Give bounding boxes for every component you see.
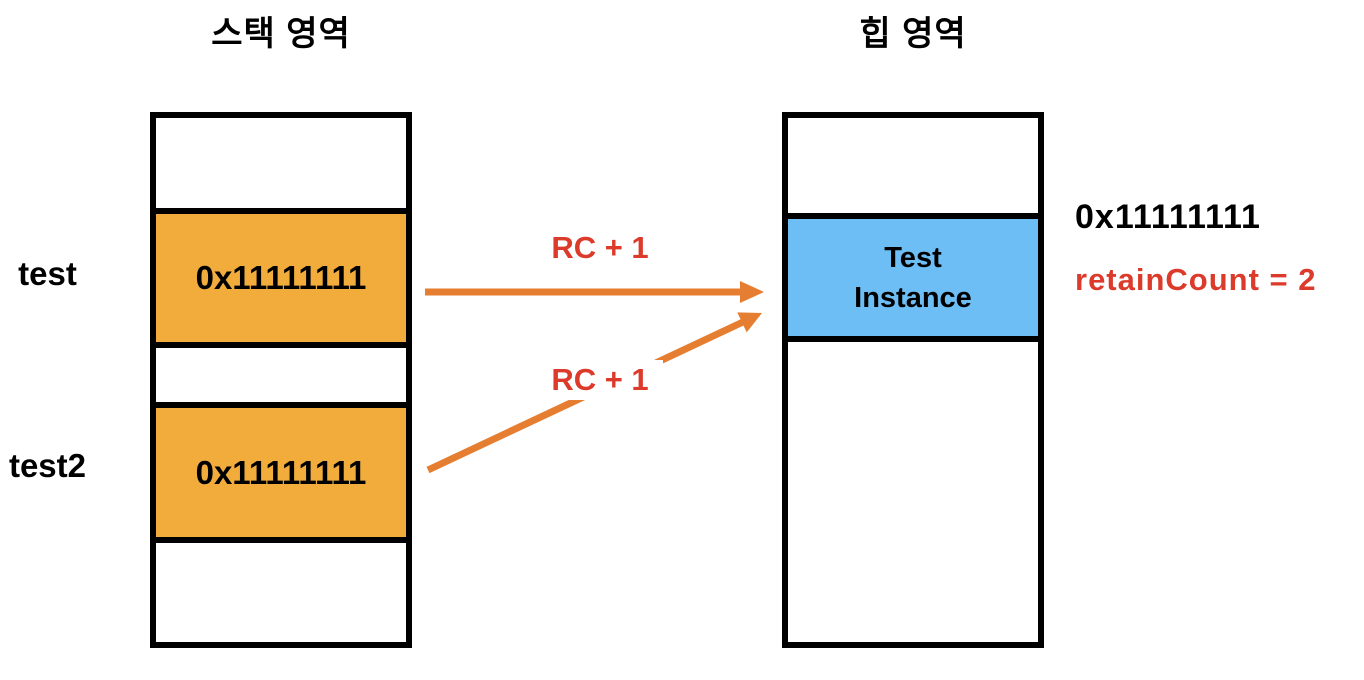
variable-label-test: test — [18, 255, 77, 292]
retain-count-label: retainCount = 2 — [1075, 262, 1317, 297]
heap-region-title: 힙 영역 — [859, 15, 967, 53]
rc-plus-one-label-2: RC + 1 — [537, 360, 663, 400]
stack-region-title: 스택 영역 — [211, 15, 351, 53]
stack-cell-test-value: 0x11111111 — [195, 259, 367, 296]
heap-memory-box — [782, 112, 1044, 648]
stack-cell-test: 0x11111111 — [150, 208, 412, 348]
variable-label-test2: test2 — [8, 447, 87, 484]
stack-memory-box — [150, 112, 412, 648]
heap-object-name-line2: Instance — [854, 281, 972, 314]
stack-cell-test2-value: 0x11111111 — [195, 453, 367, 491]
heap-address-label: 0x11111111 — [1075, 198, 1261, 236]
heap-object-name-line1: Test — [884, 241, 942, 274]
stack-cell-test2: 0x11111111 — [150, 402, 412, 543]
rc-arrow-test-to-instance — [425, 281, 764, 303]
rc-plus-one-label-1: RC + 1 — [551, 230, 649, 265]
heap-cell-test-instance: Test Instance — [782, 213, 1044, 342]
